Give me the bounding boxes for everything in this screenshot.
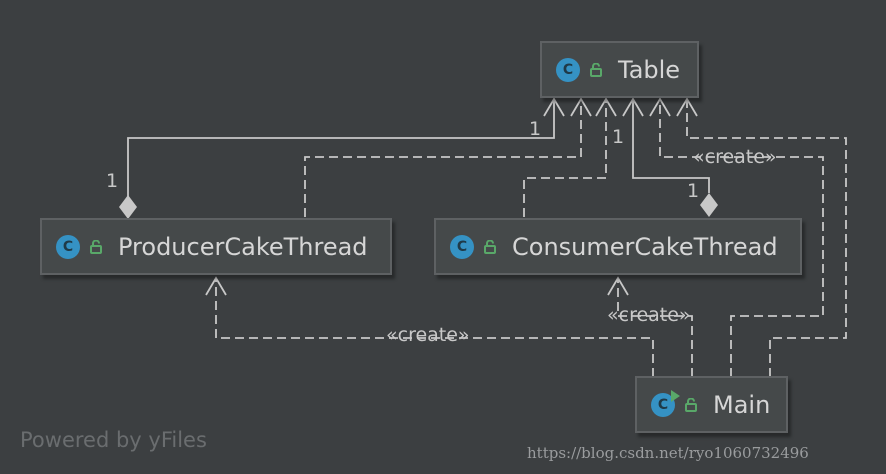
edge-main-consumer-create — [617, 278, 693, 377]
class-name: ConsumerCakeThread — [512, 232, 778, 261]
arrowhead — [676, 97, 698, 117]
edge-main-table-dependency — [686, 99, 847, 377]
watermark-url: https://blog.csdn.net/ryo1060732496 — [527, 444, 809, 462]
run-triangle-icon — [671, 389, 680, 402]
class-node-main[interactable]: C Main — [635, 376, 788, 433]
class-name: ProducerCakeThread — [118, 232, 368, 261]
lock-open-icon — [590, 62, 602, 77]
edge-consumer-table-composition — [632, 99, 710, 193]
class-name: Main — [713, 390, 771, 419]
arrowhead — [622, 97, 644, 117]
class-node-consumer-cake-thread[interactable]: C ConsumerCakeThread — [434, 218, 802, 275]
arrowhead — [570, 97, 592, 117]
class-node-producer-cake-thread[interactable]: C ProducerCakeThread — [40, 218, 392, 275]
class-c-icon: C — [450, 234, 474, 259]
edge-producer-table-dependency — [304, 99, 582, 217]
arrowhead — [649, 97, 671, 117]
edge-label-create-consumer: «create» — [607, 304, 691, 326]
edge-main-producer-create — [215, 278, 654, 377]
watermark-powered-by: Powered by yFiles — [20, 428, 207, 452]
class-icon-letter: C — [657, 396, 669, 413]
edge-main-table-create — [659, 99, 824, 377]
lock-open-icon — [484, 239, 496, 254]
edge-producer-table-composition — [127, 99, 555, 197]
class-name: Table — [618, 55, 681, 84]
composition-diamond — [119, 195, 137, 219]
arrowhead — [205, 276, 227, 296]
arrowhead — [543, 97, 565, 117]
arrowhead — [607, 276, 629, 296]
edge-label-create-producer: «create» — [386, 324, 470, 346]
arrowhead — [595, 97, 617, 117]
class-c-icon: C — [56, 234, 80, 259]
lock-open-icon — [90, 239, 102, 254]
edge-consumer-table-dependency — [523, 99, 607, 217]
multiplicity-label: 1 — [612, 126, 625, 148]
edge-label-create-table: «create» — [693, 146, 777, 168]
class-c-icon: C — [556, 57, 580, 82]
composition-diamond — [700, 193, 718, 217]
multiplicity-label: 1 — [106, 170, 119, 192]
runnable-class-c-icon: C — [651, 389, 680, 417]
multiplicity-label: 1 — [687, 180, 700, 202]
class-node-table[interactable]: C Table — [540, 41, 699, 98]
lock-open-icon — [685, 397, 697, 412]
multiplicity-label: 1 — [529, 118, 542, 140]
